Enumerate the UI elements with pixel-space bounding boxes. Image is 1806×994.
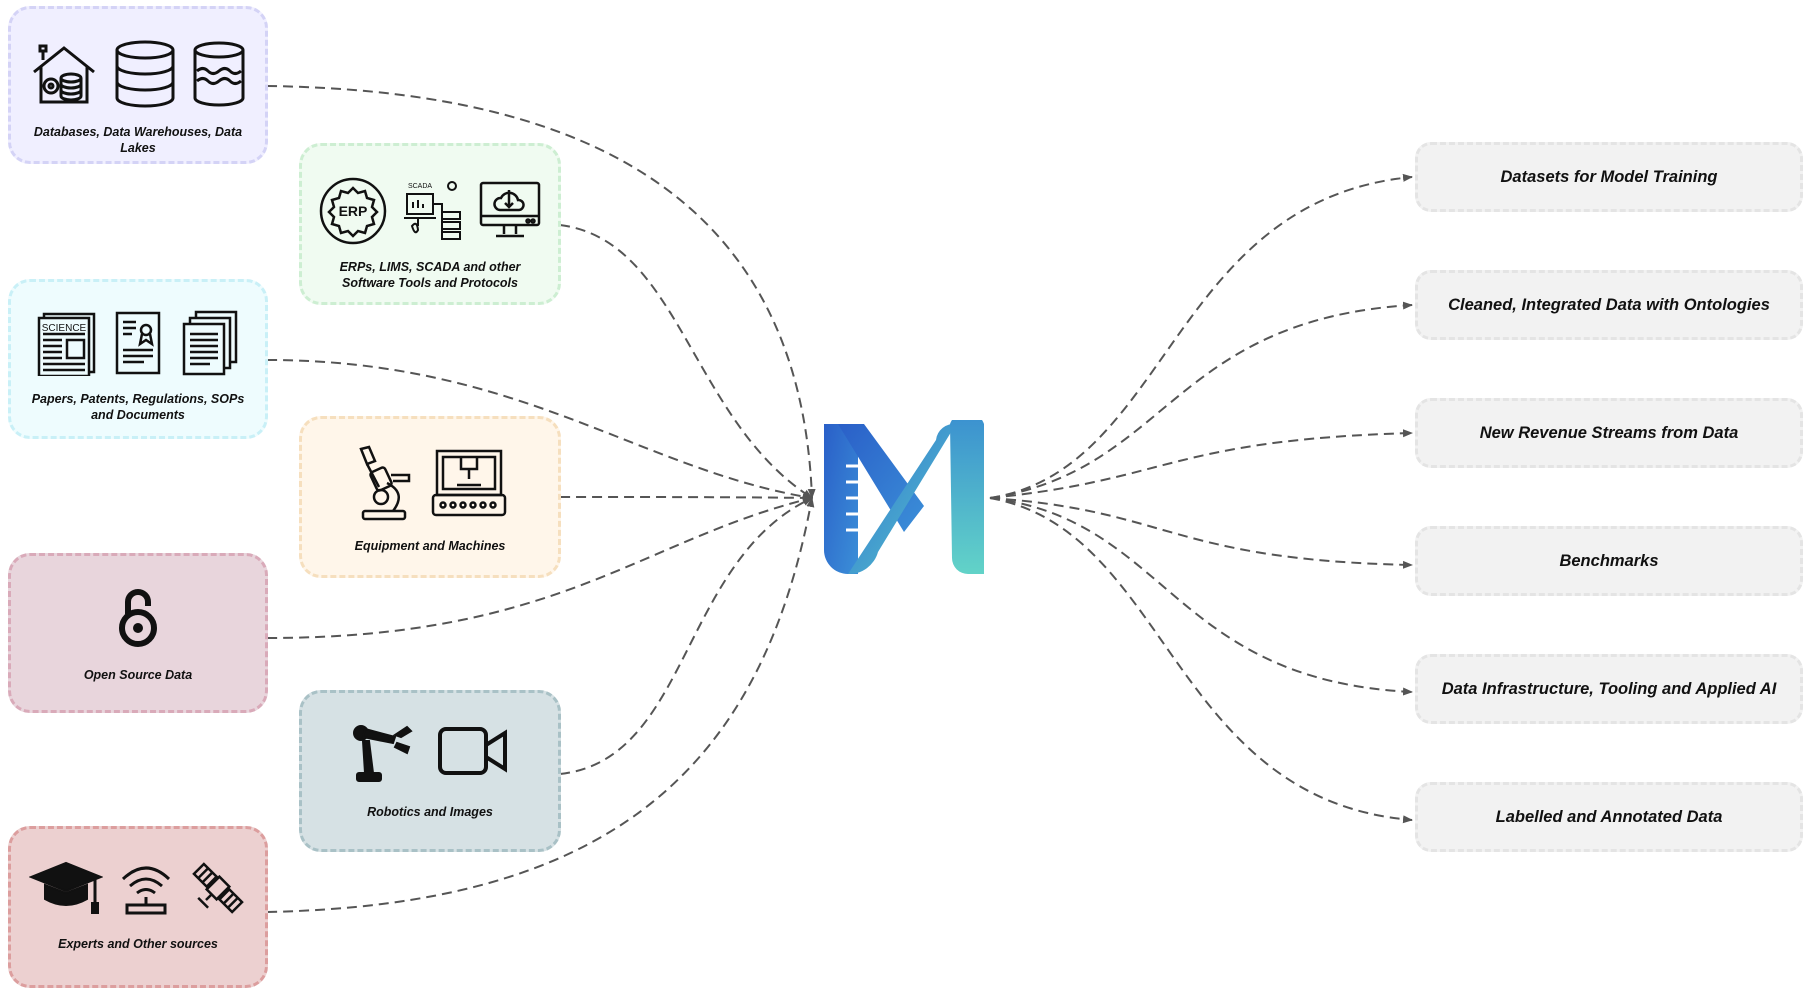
source-label: Experts and Other sources xyxy=(58,937,218,951)
edge-equipment xyxy=(559,493,813,502)
output-labelled-data: Labelled and Annotated Data xyxy=(1415,782,1803,852)
source-label: Papers, Patents, Regulations, SOPs and D… xyxy=(31,392,245,422)
edge-opensource xyxy=(266,496,813,639)
output-label: Datasets for Model Training xyxy=(1500,167,1718,186)
machine-icon xyxy=(431,447,507,524)
output-revenue: New Revenue Streams from Data xyxy=(1415,398,1803,468)
output-label: Labelled and Annotated Data xyxy=(1495,807,1723,826)
wireless-antenna-icon xyxy=(117,859,175,922)
erp-gear-icon: ERP xyxy=(318,176,388,251)
source-label: Open Source Data xyxy=(83,668,193,682)
edge-erp xyxy=(559,224,813,499)
graduation-cap-icon xyxy=(28,859,104,922)
source-experts: Experts and Other sources xyxy=(8,826,268,988)
monogram-logo-icon xyxy=(824,411,984,575)
source-label: Robotics and Images xyxy=(367,805,493,819)
source-robotics: Robotics and Images xyxy=(299,690,561,852)
output-label: Data Infrastructure, Tooling and Applied… xyxy=(1441,679,1777,698)
edge-out-1 xyxy=(989,173,1413,499)
source-equipment: Equipment and Machines xyxy=(299,416,561,578)
edge-out-5 xyxy=(989,497,1413,696)
output-infrastructure: Data Infrastructure, Tooling and Applied… xyxy=(1415,654,1803,724)
database-icon xyxy=(113,39,177,114)
satellite-icon xyxy=(189,859,247,922)
newspaper-icon: SCIENCE xyxy=(36,310,96,381)
output-label: New Revenue Streams from Data xyxy=(1479,423,1739,442)
scada-icon: SCADA xyxy=(402,178,464,249)
science-text: SCIENCE xyxy=(42,323,87,334)
output-benchmarks: Benchmarks xyxy=(1415,526,1803,596)
data-house-icon xyxy=(29,40,99,113)
edge-out-3 xyxy=(989,429,1413,499)
source-databases: Databases, Data Warehouses, Data Lakes xyxy=(8,6,268,164)
microscope-icon xyxy=(353,445,415,526)
output-datasets: Datasets for Model Training xyxy=(1415,142,1803,212)
source-papers: SCIENCE Papers, Patents, Regulations, SO… xyxy=(8,279,268,439)
edge-databases xyxy=(266,85,816,499)
output-cleaned-data: Cleaned, Integrated Data with Ontologies xyxy=(1415,270,1803,340)
edge-papers xyxy=(266,359,813,501)
output-label: Benchmarks xyxy=(1559,551,1659,570)
edge-out-4 xyxy=(989,497,1413,569)
cloud-monitor-icon xyxy=(478,180,542,247)
certificate-icon xyxy=(114,310,162,381)
source-opensource: Open Source Data xyxy=(8,553,268,713)
edge-out-6 xyxy=(989,497,1413,824)
source-label: Equipment and Machines xyxy=(354,539,506,553)
output-label: Cleaned, Integrated Data with Ontologies xyxy=(1448,295,1770,314)
scada-text: SCADA xyxy=(408,183,432,190)
edge-experts xyxy=(266,497,815,913)
robot-arm-icon xyxy=(351,719,415,788)
source-label: ERPs, LIMS, SCADA and other Software Too… xyxy=(339,260,521,290)
video-camera-icon xyxy=(437,725,509,782)
source-erp: ERP SCADA ERPs, LIMS, SCADA and other So… xyxy=(299,143,561,305)
hub-logo xyxy=(818,411,990,580)
edge-out-2 xyxy=(989,301,1413,499)
erp-text: ERP xyxy=(339,203,368,219)
edge-robotics xyxy=(559,497,813,775)
data-lake-icon xyxy=(191,39,247,114)
open-access-icon xyxy=(116,584,160,655)
documents-icon xyxy=(180,310,240,381)
source-label: Databases, Data Warehouses, Data Lakes xyxy=(33,125,243,155)
